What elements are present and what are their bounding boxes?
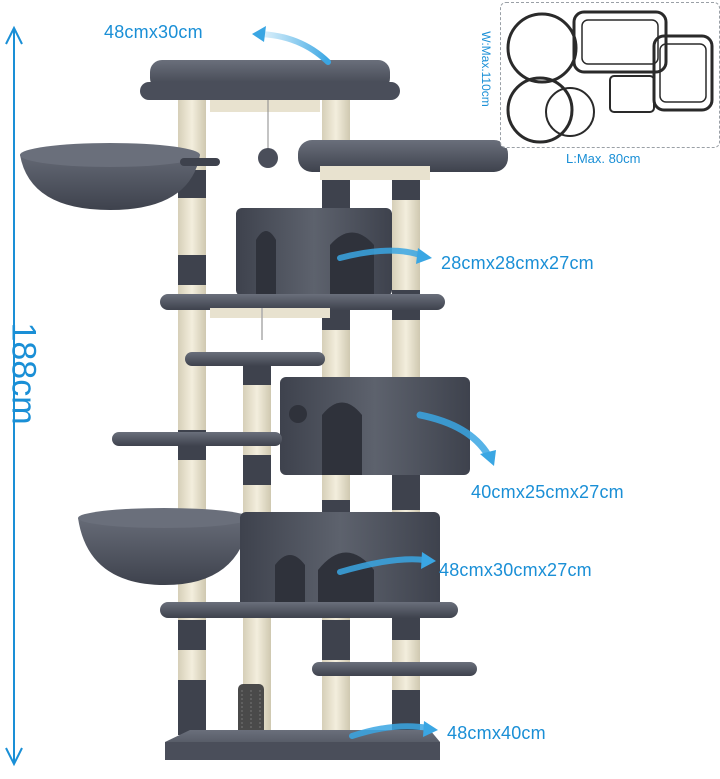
top-basket: [20, 143, 220, 210]
lower-basket: [78, 508, 250, 585]
height-label: 188cm: [4, 322, 43, 425]
base: [165, 730, 440, 760]
base-dimension: 48cmx40cm: [447, 723, 546, 743]
dimension-arrows: [252, 26, 496, 739]
lower-platform: [160, 602, 458, 618]
upper-condo: [236, 208, 392, 296]
hanging-toy-ball: [258, 148, 278, 168]
left-step: [112, 432, 282, 446]
top-perch-dimension: 48cmx30cm: [104, 22, 203, 42]
top-perch: [140, 60, 400, 168]
upper-condo-dimension: 28cmx28cmx27cm: [441, 253, 594, 273]
footprint-box: [500, 2, 720, 148]
right-step: [312, 662, 477, 676]
footprint-width-label: W:Max.110cm: [479, 31, 493, 107]
middle-condo: [280, 377, 470, 475]
height-dimension-line: [5, 25, 23, 767]
mid-platform-1: [160, 294, 445, 340]
small-platform: [185, 352, 325, 366]
middle-condo-dimension: 40cmx25cmx27cm: [471, 482, 624, 502]
lower-condo-dimension: 48cmx30cmx27cm: [439, 560, 592, 580]
footprint-length-label: L:Max. 80cm: [566, 151, 641, 166]
upper-right-perch: [298, 140, 508, 180]
